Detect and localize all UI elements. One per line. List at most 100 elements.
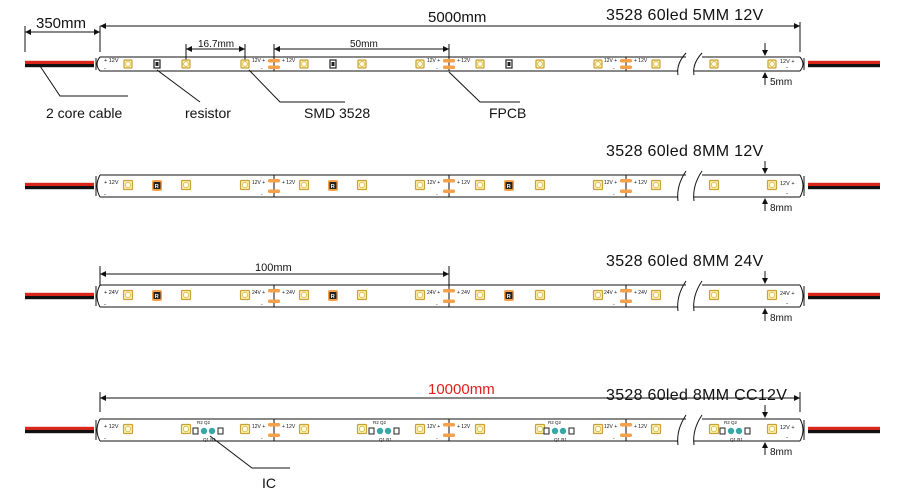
cable-red-wire xyxy=(808,182,880,186)
ic-resistor xyxy=(568,427,575,435)
led-lens xyxy=(242,182,249,189)
cut-voltage-right: + 24V xyxy=(457,290,471,296)
dim-led-pitch-arrow-right xyxy=(239,46,245,52)
resistor-mark: R xyxy=(155,184,159,190)
led-lens xyxy=(125,182,132,189)
copper-pad xyxy=(268,423,280,427)
end-pad-minus-left: - xyxy=(104,66,106,72)
resistor-mark: R xyxy=(331,184,335,190)
led-lens xyxy=(768,291,775,298)
width-indicator-arrow-bottom xyxy=(762,442,768,448)
cut-minus: - xyxy=(261,302,263,308)
resistor-mark: R xyxy=(155,294,159,300)
callout-leader-ic xyxy=(209,435,290,469)
ic-bottom-label: Q1 R1 xyxy=(554,437,568,442)
callout-cable-label: 2 core cable xyxy=(46,105,122,121)
led-lens xyxy=(653,61,659,67)
cut-voltage-right: + 12V xyxy=(457,424,471,430)
dim-cable-length-arrow-right xyxy=(94,29,100,35)
width-indicator-arrow-bottom xyxy=(762,308,768,314)
cut-voltage-left: 12V + xyxy=(427,180,440,186)
end-pad-voltage-left: + 24V xyxy=(104,290,119,296)
callout-smd-label: SMD 3528 xyxy=(304,105,370,121)
copper-pad xyxy=(620,179,632,183)
copper-pad xyxy=(268,179,280,183)
width-indicator-arrow-bottom xyxy=(762,198,768,204)
end-pad-voltage-left: + 12V xyxy=(104,424,119,430)
led-lens xyxy=(359,61,365,67)
ic-resistor xyxy=(393,427,400,435)
resistor xyxy=(505,182,513,189)
cable-red-wire xyxy=(25,426,94,430)
ic-top-label: R2 Q2 xyxy=(197,420,211,425)
led-lens xyxy=(768,182,775,189)
strip-outline xyxy=(100,174,800,198)
led-lens xyxy=(537,61,543,67)
copper-pad xyxy=(443,299,455,303)
strip-break-mark xyxy=(693,52,703,76)
dim-10000mm-label: 10000mm xyxy=(428,381,495,398)
cable-black-wire xyxy=(808,430,880,434)
cut-voltage-left: 12V + xyxy=(252,424,265,430)
led-lens xyxy=(183,291,190,298)
end-pad-voltage-left: + 12V xyxy=(104,180,119,186)
ic-resistor xyxy=(719,427,726,435)
cut-voltage-right: + 12V xyxy=(457,180,471,186)
strip-title: 3528 60led 5MM 12V xyxy=(606,7,764,24)
width-indicator-arrow-bottom xyxy=(762,72,768,78)
led-lens xyxy=(242,291,249,298)
led-lens xyxy=(476,182,483,189)
strip-outline xyxy=(100,284,800,308)
cut-voltage-right: + 12V xyxy=(282,424,296,430)
cut-voltage-right: + 12V xyxy=(282,58,296,64)
dim-100mm-arrow-left xyxy=(100,271,106,277)
dim-100mm-arrow-right xyxy=(443,271,449,277)
led-lens xyxy=(768,425,775,432)
led-lens xyxy=(416,182,423,189)
callout-ic-label: IC xyxy=(262,475,276,491)
strip-title: 3528 60led 8MM CC12V xyxy=(606,387,787,404)
strip-end-cap-left xyxy=(96,284,101,308)
copper-pad xyxy=(268,189,280,193)
copper-pad xyxy=(620,65,632,69)
led-lens xyxy=(183,182,190,189)
end-pad-voltage-right: 24V + xyxy=(780,291,795,297)
cut-voltage-right: + 24V xyxy=(282,290,296,296)
cut-voltage-right: + 12V xyxy=(457,58,471,64)
led-lens xyxy=(595,61,601,67)
resistor xyxy=(153,182,161,189)
cut-voltage-left: 24V + xyxy=(252,290,265,296)
ic-top-label: R2 Q2 xyxy=(548,420,562,425)
strip-end-cap-left xyxy=(96,418,101,442)
ic-transistor xyxy=(735,427,743,435)
strip-end-cap-left xyxy=(96,174,101,198)
cable-black-wire xyxy=(808,296,880,300)
end-pad-voltage-left: + 12V xyxy=(104,58,119,64)
ic-transistor xyxy=(551,427,559,435)
led-lens xyxy=(183,425,190,432)
dim-strip-length-arrow-left xyxy=(100,23,106,29)
ic-resistor xyxy=(192,427,199,435)
cut-voltage-left: 12V + xyxy=(427,424,440,430)
ic-transistor xyxy=(559,427,567,435)
callout-leader-smd xyxy=(248,69,345,103)
ic-top-label: R2 Q2 xyxy=(724,420,738,425)
ic-transistor xyxy=(727,427,735,435)
ic-transistor xyxy=(384,427,392,435)
end-pad-minus-right: - xyxy=(786,191,788,197)
resistor xyxy=(329,292,337,299)
cable-black-wire xyxy=(25,296,94,300)
led-lens xyxy=(594,425,601,432)
led-lens xyxy=(476,425,483,432)
led-lens xyxy=(476,291,483,298)
end-pad-minus-left: - xyxy=(104,192,106,198)
cut-voltage-right: + 12V xyxy=(634,58,648,64)
led-lens xyxy=(300,182,307,189)
copper-pad xyxy=(443,423,455,427)
strip-break-mark xyxy=(693,414,703,446)
cut-voltage-left: 12V + xyxy=(252,180,265,186)
dim-led-pitch-arrow-left xyxy=(186,46,192,52)
led-lens xyxy=(242,61,248,67)
